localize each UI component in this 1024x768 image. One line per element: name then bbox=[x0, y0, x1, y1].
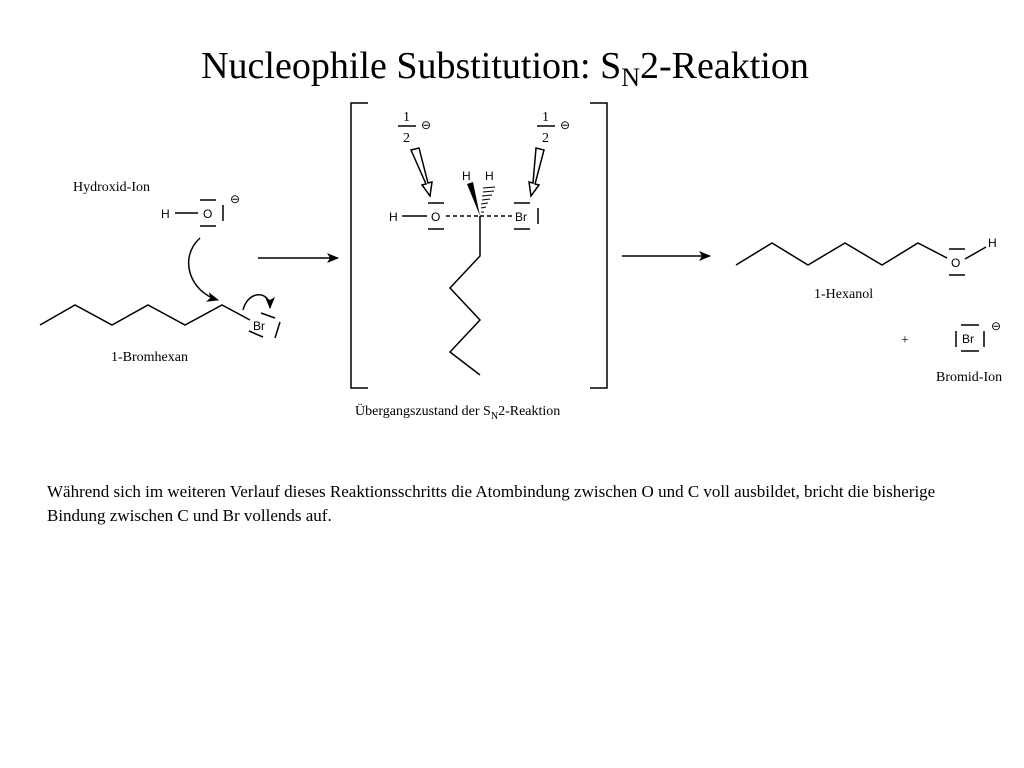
ts-h-left: H bbox=[389, 210, 398, 224]
ts-hashed-bond bbox=[480, 186, 496, 213]
ts-right-charge-icon: ⊖ bbox=[560, 118, 570, 132]
hydroxide-o: O bbox=[203, 207, 212, 221]
plus-sign: + bbox=[901, 333, 909, 348]
hexanol-o-h-bond bbox=[964, 246, 987, 260]
leaving-group-arrow bbox=[242, 294, 275, 311]
ts-left-charge-icon: ⊖ bbox=[421, 118, 431, 132]
fraction-left-den: 2 bbox=[403, 131, 410, 146]
slide-title: Nucleophile Substitution: SN2-Reaktion bbox=[0, 44, 1010, 93]
ts-br: Br bbox=[515, 210, 527, 224]
hollow-arrow-left bbox=[409, 147, 433, 198]
hexanol-label: 1-Hexanol bbox=[814, 287, 873, 302]
title-subscript: N bbox=[621, 63, 641, 92]
explanation-paragraph: Während sich im weiteren Verlauf dieses … bbox=[47, 482, 936, 525]
ts-label: Übergangszustand der SN2-Reaktion bbox=[355, 402, 560, 422]
bromide-br: Br bbox=[962, 332, 974, 346]
bromohexane-br: Br bbox=[253, 319, 265, 333]
hydroxide-label: Hydroxid-Ion bbox=[73, 180, 150, 195]
fraction-left-num: 1 bbox=[403, 110, 410, 125]
hexanol-h: H bbox=[988, 236, 997, 250]
fraction-right-den: 2 bbox=[542, 131, 549, 146]
title-main: Nucleophile Substitution: S bbox=[201, 45, 622, 87]
ts-o: O bbox=[431, 210, 440, 224]
bracket-right bbox=[590, 102, 608, 389]
hydroxide-charge-icon: ⊖ bbox=[230, 192, 240, 206]
bromohexane-lone-pair-top bbox=[260, 312, 276, 319]
bromide-charge-icon: ⊖ bbox=[991, 319, 1001, 333]
title-rest: 2-Reaktion bbox=[640, 45, 809, 87]
hydroxide-h: H bbox=[161, 207, 170, 221]
hollow-arrow-right bbox=[528, 147, 545, 198]
hexanol-chain bbox=[735, 242, 948, 266]
hexanol-o: O bbox=[951, 256, 960, 270]
ts-h-2: H bbox=[485, 169, 494, 183]
ts-alkyl-chain bbox=[448, 216, 482, 376]
bracket-left bbox=[350, 102, 368, 389]
bromohexane-lone-pair-bottom bbox=[248, 330, 264, 338]
bromohexane-lone-pair-right bbox=[274, 321, 281, 339]
bromohexane-label: 1-Bromhexan bbox=[111, 350, 188, 365]
bromohexane-chain bbox=[39, 304, 251, 326]
bromide-label: Bromid-Ion bbox=[936, 370, 1002, 385]
ts-h-1: H bbox=[462, 169, 471, 183]
ts-wedge-bond bbox=[467, 182, 480, 216]
attack-arrow bbox=[188, 237, 219, 302]
fraction-right-num: 1 bbox=[542, 110, 549, 125]
